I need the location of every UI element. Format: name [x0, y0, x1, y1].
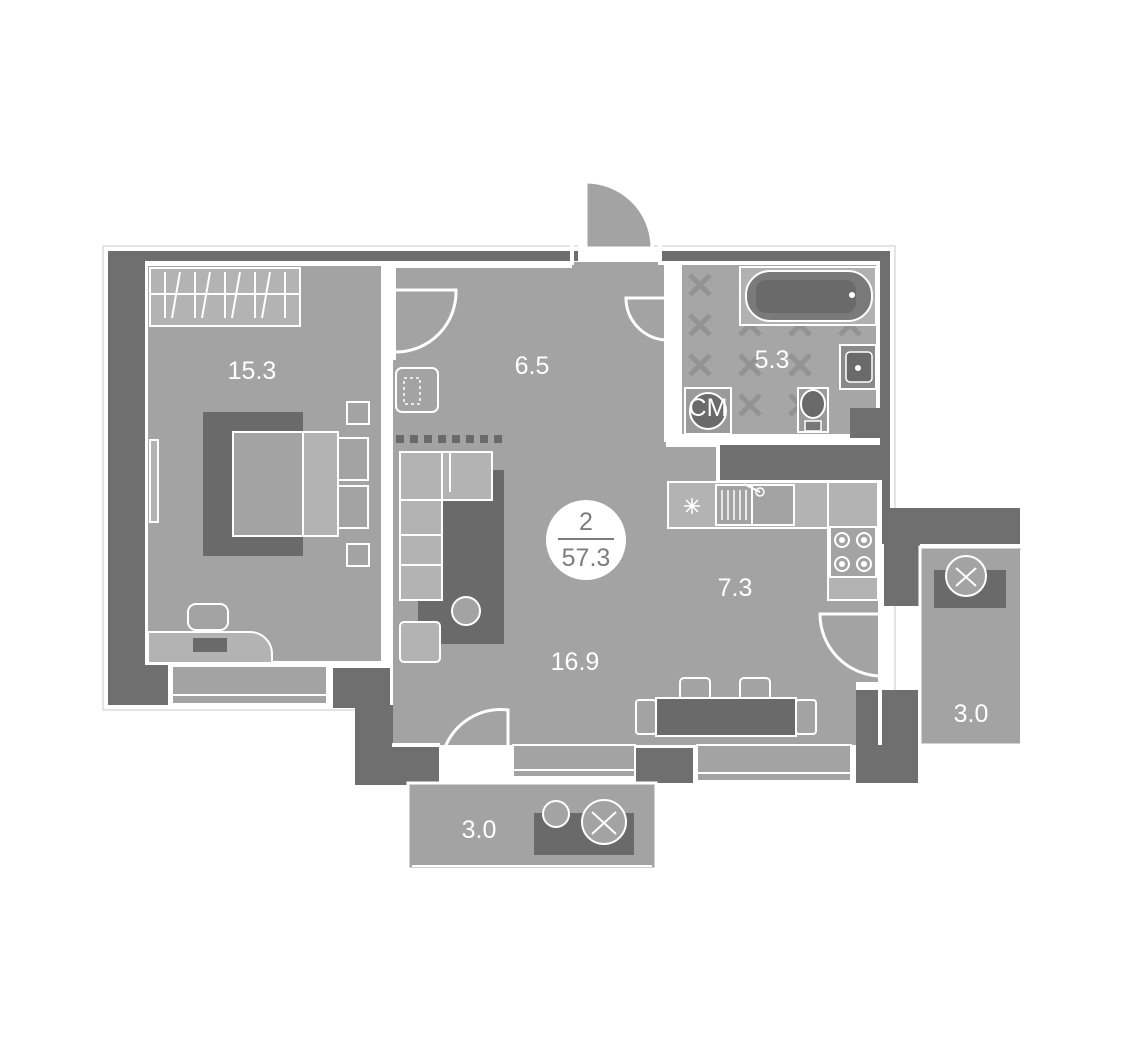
armchair-icon: [581, 799, 627, 845]
bed: [203, 401, 370, 567]
bottom-balcony-area-label: 3.0: [462, 816, 497, 844]
apartment-badge: 2 57.3: [546, 500, 626, 580]
bedroom-door: [395, 288, 458, 354]
right-balcony-door: [818, 612, 881, 678]
right-balcony-area-label: 3.0: [954, 700, 989, 728]
bedroom-window: [171, 665, 328, 705]
total-area: 57.3: [562, 544, 611, 572]
washer-icon: CM: [689, 394, 728, 422]
hall-area-label: 6.5: [515, 352, 550, 380]
living-area-label: 16.9: [551, 648, 600, 676]
kitchen-counter: [667, 481, 879, 601]
living-kitchen-room: [393, 262, 878, 745]
wardrobe: [149, 267, 301, 327]
bedroom-area-label: 15.3: [228, 357, 277, 385]
armchair-icon: [945, 555, 987, 597]
dining-table: [635, 677, 817, 737]
bottom-balcony: [406, 781, 658, 871]
snowflake-icon: [684, 498, 700, 514]
tv-bedroom: [149, 439, 159, 523]
bathroom-area-label: 5.3: [755, 346, 790, 374]
hall-rug-edge: [396, 435, 502, 443]
kitchen-area-label: 7.3: [718, 574, 753, 602]
sofa: [399, 451, 504, 663]
hall-console: [395, 367, 439, 413]
living-windows: [512, 744, 852, 782]
bathroom-room: CM: [678, 261, 880, 438]
entrance-door: [578, 180, 654, 252]
rooms-count: 2: [579, 508, 593, 536]
bathroom-door: [624, 296, 667, 342]
bathroom-wall-fill: [850, 408, 880, 438]
bottom-balcony-door: [444, 708, 510, 780]
right-balcony: [918, 545, 1024, 747]
cooktop: [829, 526, 877, 578]
washer-label: CM: [689, 394, 728, 422]
bedroom-desk: [147, 603, 273, 664]
